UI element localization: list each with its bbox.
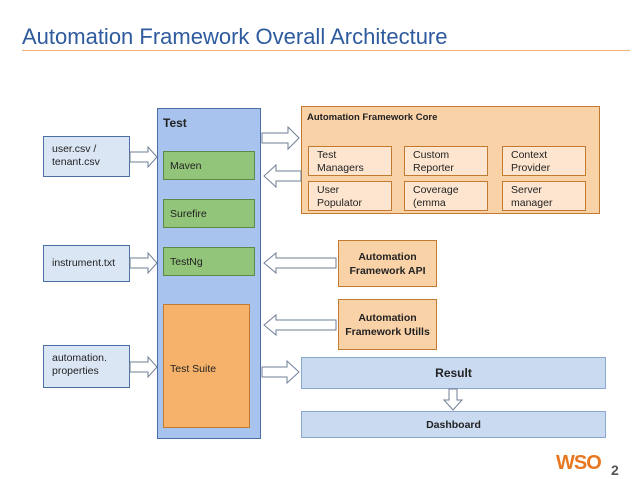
arrow-utils-to-testsuite: [263, 313, 337, 337]
framework-api-box: Automation Framework API: [338, 240, 437, 287]
testng-box: TestNg: [163, 247, 255, 276]
page-title: Automation Framework Overall Architectur…: [22, 24, 448, 49]
arrow-core-to-test: [263, 163, 302, 189]
arrow-instrument-to-testng: [129, 251, 158, 275]
user-tenant-csv-box: user.csv / tenant.csv: [43, 136, 130, 177]
test-suite-box: Test Suite: [163, 304, 250, 428]
arrow-test-to-core: [261, 125, 300, 151]
title-divider: [22, 50, 630, 51]
arrow-test-to-result: [261, 359, 300, 385]
automation-properties-box: automation. properties: [43, 345, 130, 388]
core-user-populator: User Populator: [308, 181, 392, 211]
arrow-user-to-maven: [129, 145, 158, 169]
wso2-logo-subscript: 2: [611, 462, 619, 478]
test-label: Test: [163, 116, 187, 130]
dashboard-box: Dashboard: [301, 411, 606, 438]
arrow-props-to-testsuite: [129, 355, 158, 379]
instrument-txt-box: instrument.txt: [43, 245, 130, 282]
arrow-api-to-testng: [263, 251, 337, 275]
surefire-box: Surefire: [163, 199, 255, 228]
core-custom-reporter: Custom Reporter: [404, 146, 488, 176]
core-context-provider: Context Provider: [502, 146, 586, 176]
maven-box: Maven: [163, 151, 255, 180]
framework-core-title: Automation Framework Core: [307, 112, 438, 123]
framework-utils-box: Automation Framework Utills: [338, 299, 437, 350]
core-test-managers: Test Managers: [308, 146, 392, 176]
wso2-logo: WSO: [556, 452, 602, 474]
core-server-manager: Server manager: [502, 181, 586, 211]
arrow-result-to-dashboard: [442, 388, 464, 411]
core-coverage-emma: Coverage (emma: [404, 181, 488, 211]
